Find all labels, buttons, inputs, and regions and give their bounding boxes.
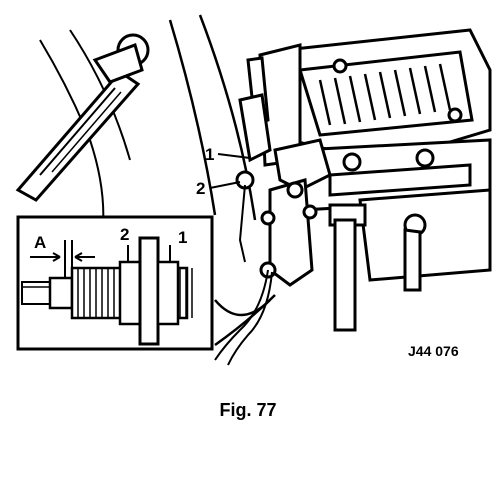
- inset-detail: A 2 1: [16, 215, 214, 351]
- dimension-label-a: A: [34, 233, 46, 252]
- inset-callout-1: 1: [178, 228, 187, 247]
- body-panel-lines: [168, 14, 276, 347]
- figure-reference-code: J44 076: [408, 343, 459, 359]
- inset-callout-2: 2: [120, 225, 129, 244]
- callout-1-main: 1: [205, 145, 214, 164]
- main-callouts: 1 2: [196, 145, 251, 198]
- leader-line-1: [217, 153, 251, 159]
- cable-harness: [214, 184, 273, 366]
- leader-line-2: [209, 181, 241, 189]
- switch-bracket: [235, 93, 367, 332]
- threaded-switch-body: [21, 236, 193, 346]
- callout-2-main: 2: [196, 179, 205, 198]
- figure-caption: Fig. 77: [219, 400, 277, 420]
- wiper-arm: [15, 29, 150, 251]
